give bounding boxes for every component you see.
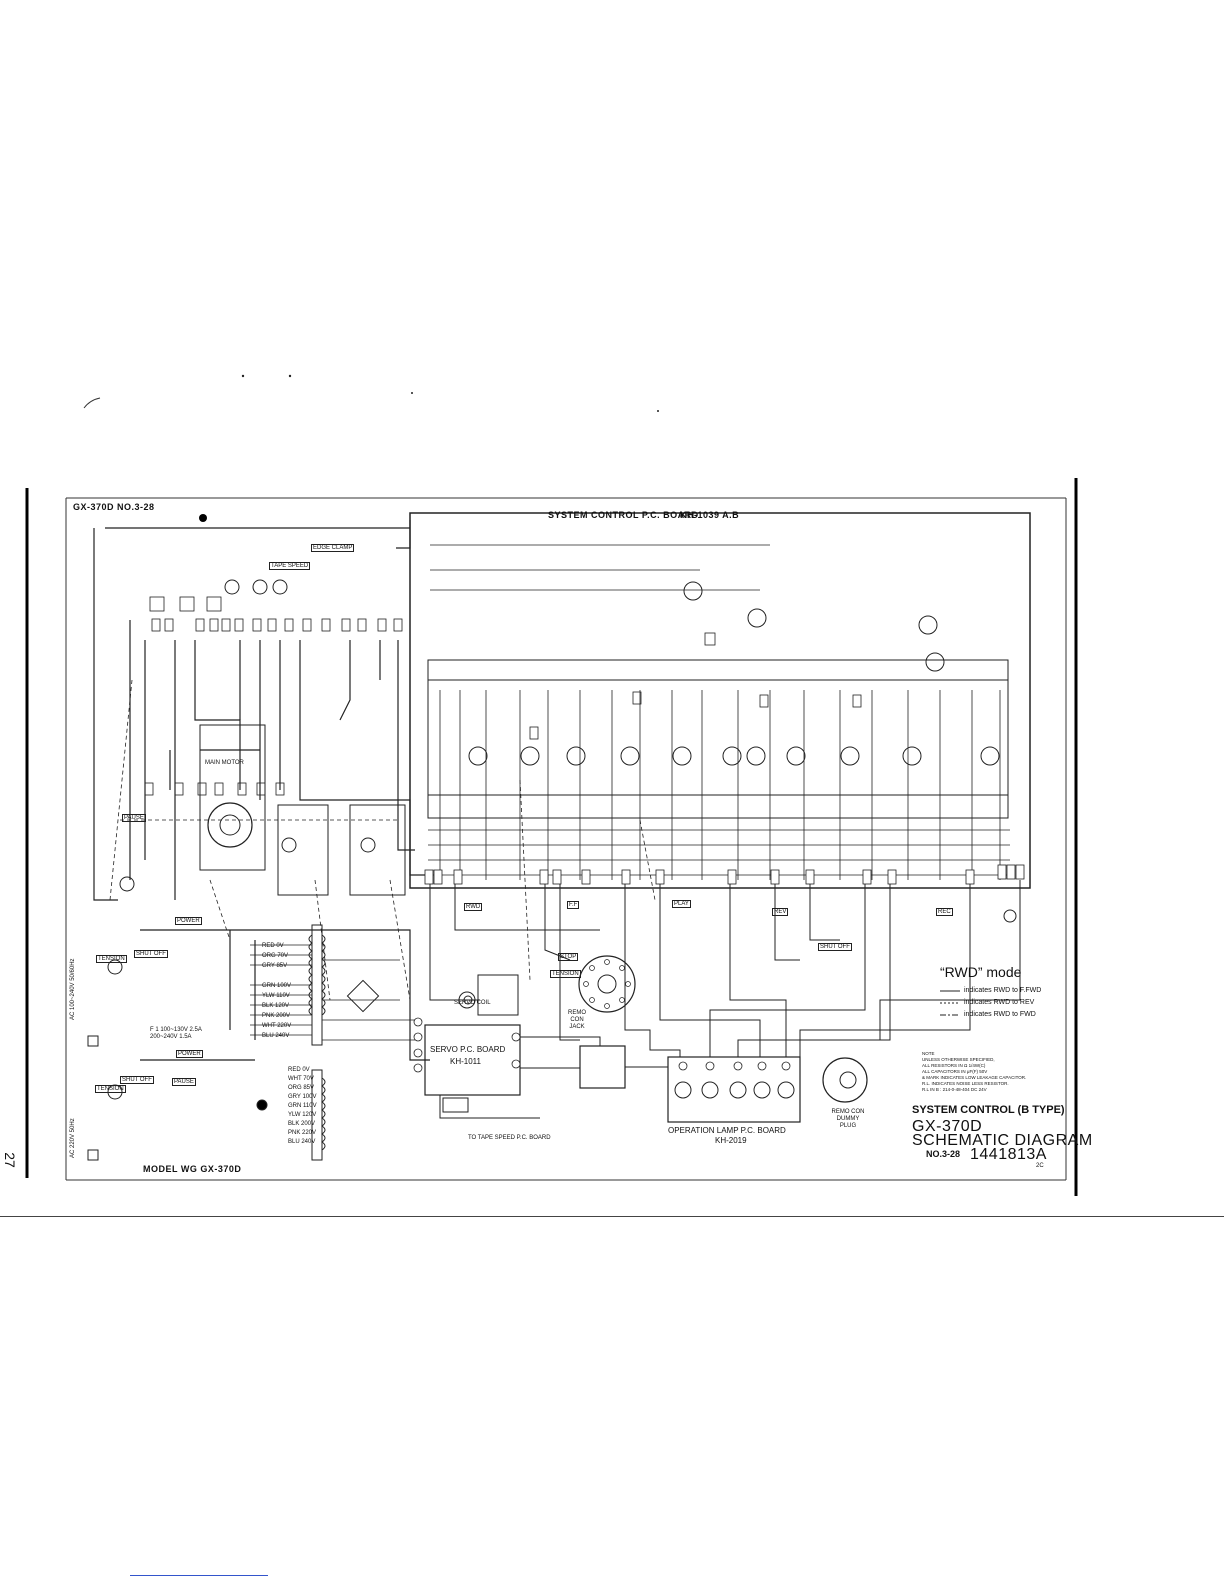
servo-coil-label: SERVO COIL: [454, 1000, 491, 1006]
ff-switch-label: F.F: [567, 901, 580, 909]
title-revision: 2C: [1036, 1163, 1044, 1169]
legend-row-3: indicates RWD to FWD: [964, 1011, 1036, 1018]
play-switch-label: PLAY: [672, 900, 691, 908]
pause-label-2: PAUSE: [172, 1078, 196, 1086]
board-code: KH-1039 A.B: [680, 510, 740, 520]
shut-off-label-3: SHUT OFF: [818, 943, 852, 951]
tape-speed-board-ref: TO TAPE SPEED P.C. BOARD: [468, 1135, 551, 1141]
main-motor-label: MAIN MOTOR: [205, 760, 244, 766]
page-bottom-rule: [0, 1216, 1224, 1217]
stop-switch-label: STOP: [558, 953, 579, 961]
power-label-1: POWER: [175, 917, 202, 925]
transformer-taps-2: RED 0V WHT 70V ORG 85V GRY 100V GRN 110V…: [288, 1067, 317, 1145]
footer-link-underline: [130, 1575, 268, 1576]
remo-dummy-plug-label: REMO CON DUMMY PLUG: [831, 1109, 865, 1129]
title-line-1: SYSTEM CONTROL (B TYPE): [912, 1104, 1065, 1116]
tension-label-2: TENSION: [95, 1085, 126, 1093]
legend-row-1: indicates RWD to F.FWD: [964, 987, 1042, 994]
notes-block: NOTE UNLESS OTHERWISE SPECIFIED, ALL RES…: [922, 1051, 1027, 1092]
rwd-switch-label: RWD: [464, 903, 483, 911]
tape-speed-switch-label: TAPE SPEED: [269, 562, 311, 570]
legend-mode-title: “RWD” mode: [940, 964, 1022, 980]
remo-con-jack-label: REMO CON JACK: [568, 1010, 586, 1030]
fuse-rating: F 1 100~130V 2.5A 200~240V 1.5A: [150, 1027, 202, 1040]
model-wg-label: MODEL WG GX-370D: [143, 1164, 242, 1174]
transformer-taps: RED 0V ORG 70V GRY 85V GRN 100V YLW 110V…: [262, 943, 292, 1039]
servo-board-title: SERVO P.C. BOARD: [430, 1045, 506, 1054]
title-line-4-prefix: NO.3-28: [926, 1149, 961, 1159]
servo-board-code: KH-1011: [450, 1057, 481, 1066]
model-code: GX-370D NO.3-28: [73, 502, 155, 512]
oplamp-board-code: KH-2019: [715, 1136, 747, 1145]
tension-label-1: TENSION: [96, 955, 127, 963]
ac-input-2: AC 220V 50Hz: [70, 1118, 76, 1158]
tension-label-3: TENSION: [550, 970, 581, 978]
legend-row-2: indicates RWD to REV: [964, 999, 1035, 1006]
rev-switch-label: REV: [772, 908, 789, 916]
pause-label-1: PAUSE: [122, 814, 146, 822]
edge-clamp-label: EDGE CLAMP: [311, 544, 355, 552]
title-line-3: SCHEMATIC DIAGRAM: [912, 1132, 1093, 1149]
shut-off-label-1: SHUT OFF: [134, 950, 168, 958]
ac-input-1: AC 100~240V 50/60Hz: [70, 958, 76, 1020]
title-line-2: GX-370D: [912, 1118, 983, 1135]
rec-switch-label: REC: [936, 908, 953, 916]
shut-off-label-2: SHUT OFF: [120, 1076, 154, 1084]
board-title: SYSTEM CONTROL P.C. BOARD: [548, 510, 699, 520]
title-line-4-code: 1441813A: [970, 1146, 1047, 1163]
power-label-2: POWER: [176, 1050, 203, 1058]
oplamp-board-title: OPERATION LAMP P.C. BOARD: [668, 1126, 786, 1135]
